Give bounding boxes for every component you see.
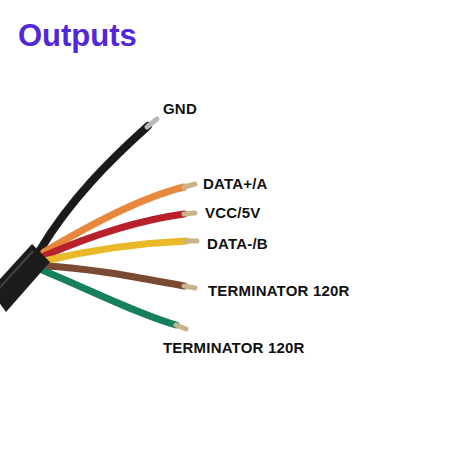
wire-tip bbox=[184, 213, 195, 214]
gnd-wire bbox=[40, 126, 148, 250]
wire-tip bbox=[176, 325, 186, 329]
wire-label: DATA+/A bbox=[203, 176, 268, 191]
wire-label: TERMINATOR 120R bbox=[163, 340, 305, 355]
terminator-wire bbox=[42, 270, 176, 325]
cable-jacket bbox=[0, 244, 50, 312]
jacket-highlight bbox=[0, 251, 33, 294]
wire-label: TERMINATOR 120R bbox=[208, 283, 350, 298]
data-b-wire bbox=[44, 241, 186, 261]
wire-label: DATA-/B bbox=[207, 236, 268, 251]
title: Outputs bbox=[18, 20, 137, 51]
wire-tip bbox=[184, 286, 195, 288]
wire-tip bbox=[147, 119, 157, 127]
wire-tip bbox=[186, 239, 197, 244]
wire-label: VCC/5V bbox=[205, 205, 260, 220]
wire-label: GND bbox=[163, 101, 197, 116]
wire-tip bbox=[184, 184, 195, 187]
